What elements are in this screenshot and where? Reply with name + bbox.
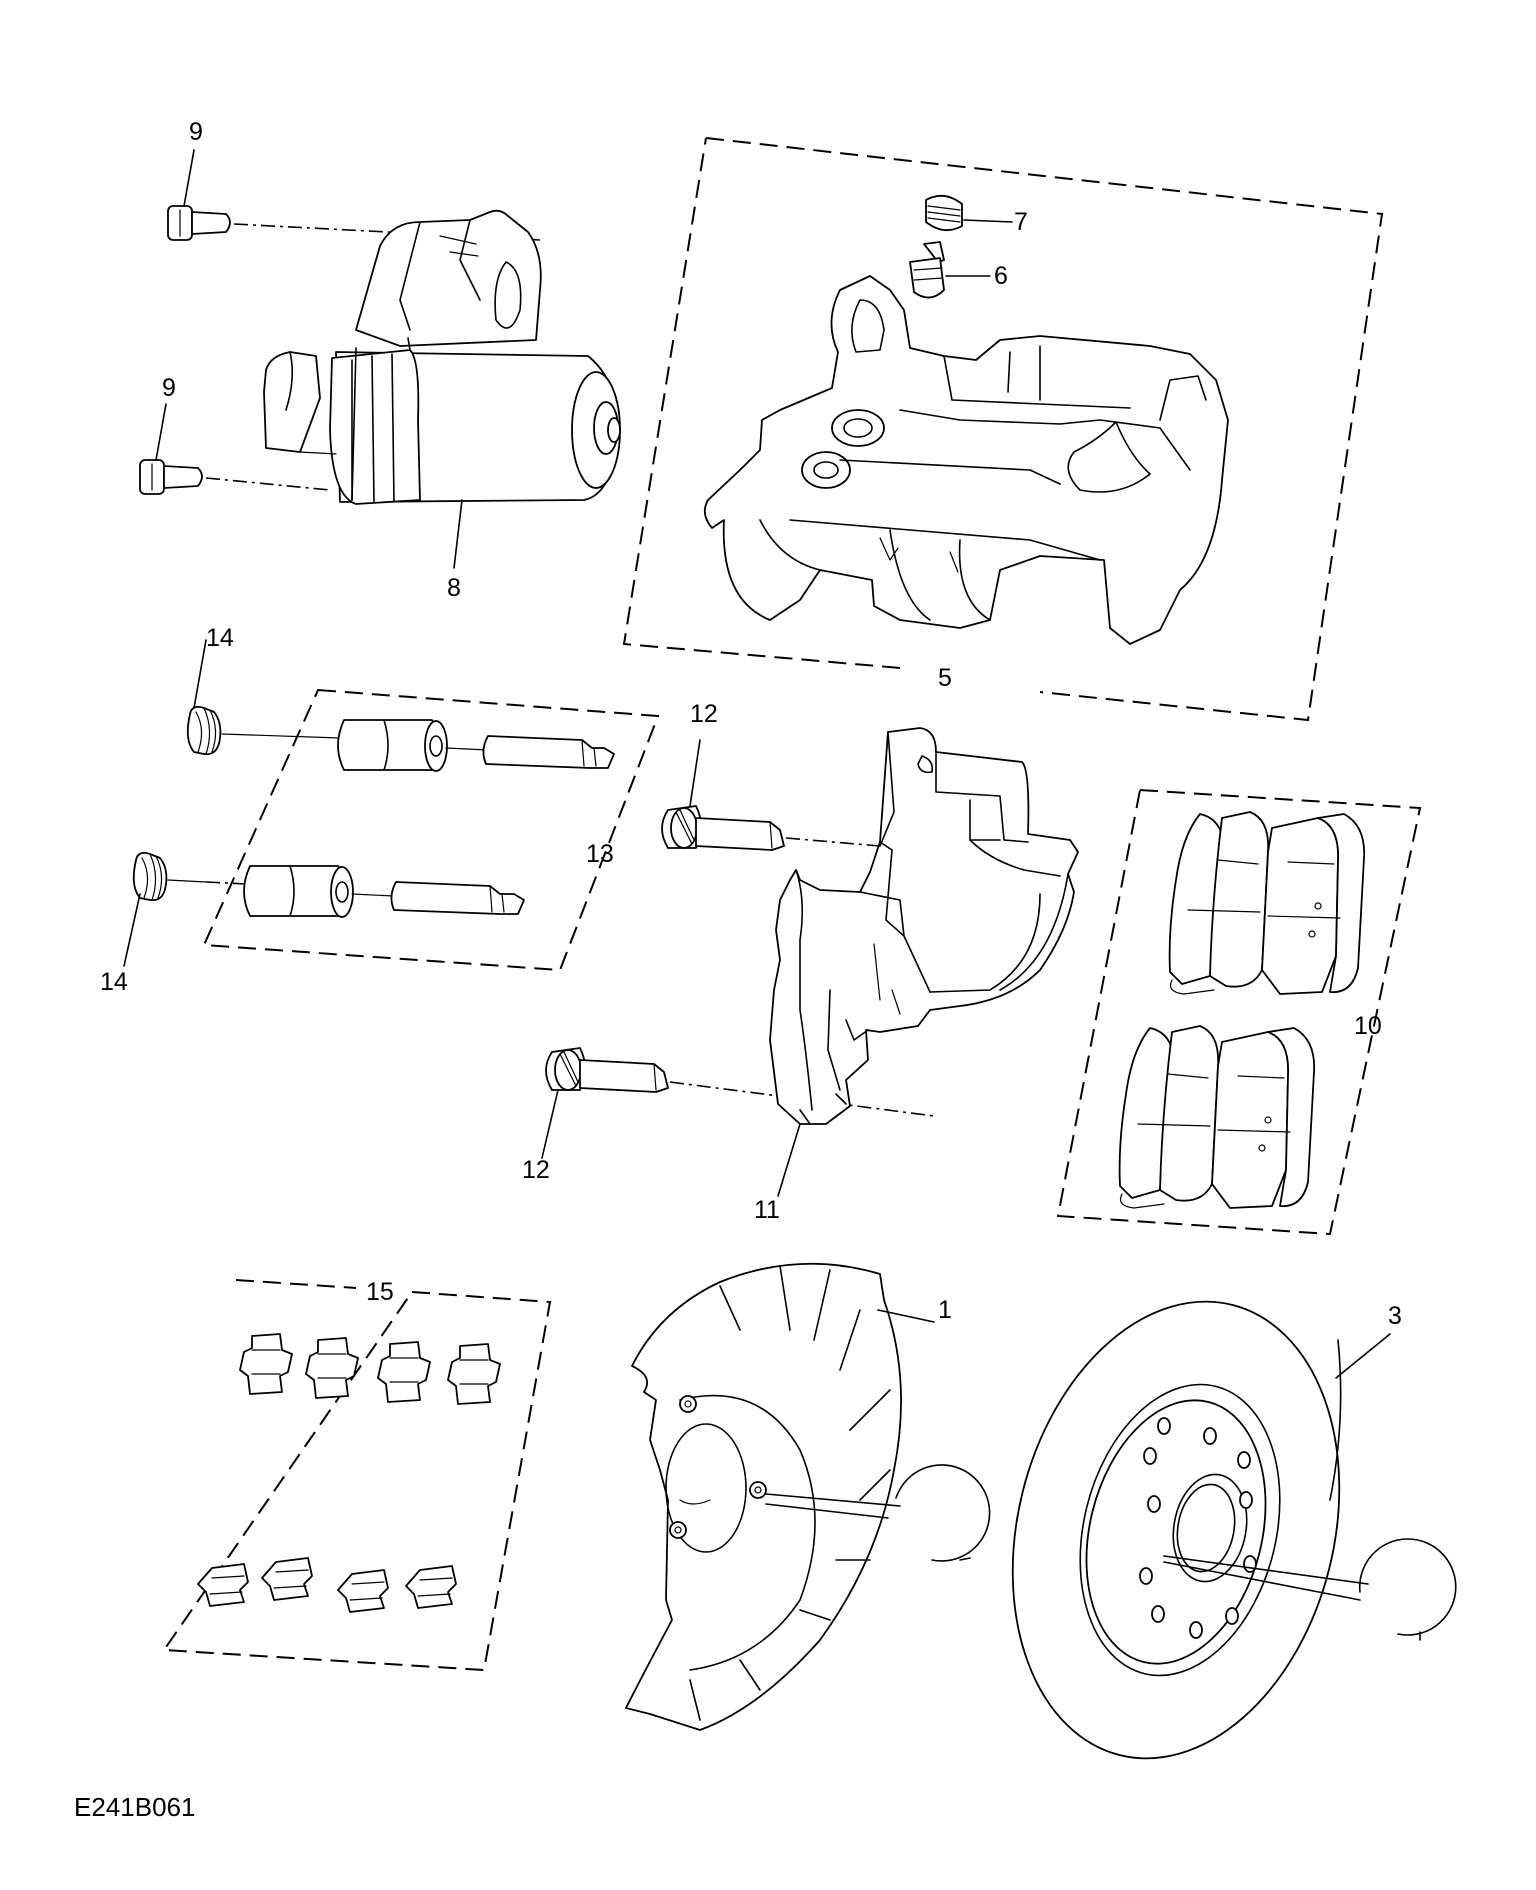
callout-9: 9: [189, 118, 203, 146]
leader-1: [877, 1309, 935, 1323]
clip-15: [305, 1337, 359, 1399]
detail-circle: [1358, 1538, 1457, 1636]
guide-bushing-13-upper: [337, 719, 448, 772]
axis-line: [351, 893, 395, 897]
leader-14b: [123, 893, 141, 967]
callout-15: 15: [366, 1278, 394, 1306]
leader-7: [963, 219, 1013, 223]
brake-pad-set-10-lower: [1118, 1025, 1316, 1209]
bolt-9-lower: [139, 459, 203, 495]
carrier-bolt-12-upper: [661, 805, 785, 851]
clip-15: [405, 1565, 457, 1609]
axis-line: [445, 747, 489, 751]
clip-15: [239, 1333, 293, 1395]
bolt-9-upper: [167, 205, 231, 241]
callout-11: 11: [754, 1196, 780, 1224]
group-box-clips-15: [162, 1279, 552, 1672]
parking-brake-motor-8: [263, 209, 621, 505]
callout-14: 14: [100, 968, 128, 996]
leader-12a: [689, 739, 701, 807]
leader-8: [453, 499, 463, 569]
brake-disc-3: [1011, 1300, 1342, 1760]
carrier-bracket-11: [769, 727, 1079, 1125]
callout-6: 6: [994, 262, 1008, 290]
guide-pin-boot-14-upper: [186, 705, 222, 756]
leader-12b: [541, 1089, 559, 1159]
bolt-hole-leader: [765, 1503, 889, 1519]
clip-15: [377, 1341, 431, 1403]
leader-11: [777, 1123, 801, 1197]
callout-5: 5: [938, 664, 952, 692]
bolt-hole-leader: [765, 1493, 901, 1507]
bolt-axis-line: [669, 1081, 935, 1117]
clip-15: [261, 1557, 313, 1601]
bolt-hole-leader: [1163, 1561, 1361, 1601]
callout-12: 12: [690, 700, 718, 728]
carrier-bolt-12-lower: [545, 1047, 669, 1093]
guide-pin-13-lower: [390, 881, 525, 915]
leader-14a: [193, 639, 207, 709]
bolt-hole-leader: [1163, 1555, 1369, 1585]
clip-15: [197, 1563, 249, 1607]
callout-1: 1: [938, 1296, 952, 1324]
callout-13: 13: [586, 840, 614, 868]
callout-3: 3: [1388, 1302, 1402, 1330]
leader-3: [1335, 1333, 1391, 1379]
group-box-caliper-5: [622, 137, 1384, 722]
figure-code: E241B061: [74, 1792, 195, 1822]
clip-15: [447, 1343, 501, 1405]
guide-bushing-13-lower: [243, 865, 354, 918]
callout-12: 12: [522, 1156, 550, 1184]
detail-circle-end: [959, 1557, 971, 1561]
guide-pin-boot-14-lower: [132, 851, 168, 902]
axis-line: [167, 879, 207, 883]
bleed-cap-7: [925, 194, 963, 232]
leader-9b: [155, 403, 167, 461]
bolt-axis-line: [785, 837, 881, 847]
guide-pin-13-upper: [482, 735, 615, 769]
brake-pad-set-10-upper: [1168, 811, 1366, 995]
callout-8: 8: [447, 574, 461, 602]
clip-15: [337, 1569, 389, 1613]
axis-line: [205, 881, 247, 885]
callout-10: 10: [1354, 1012, 1382, 1040]
bleed-screw-6: [909, 241, 945, 299]
bolt-axis-line: [205, 477, 331, 491]
splash-shield-1: [625, 1262, 902, 1731]
callout-14: 14: [206, 624, 234, 652]
caliper-5: [703, 275, 1229, 645]
group-box-guide-pins-13: [202, 688, 660, 972]
detail-circle: [895, 1464, 991, 1562]
leader-9a: [183, 149, 195, 207]
group-box-pads-10: [1056, 788, 1422, 1236]
callout-9: 9: [162, 374, 176, 402]
callout-7: 7: [1014, 208, 1028, 236]
axis-line: [221, 733, 341, 739]
